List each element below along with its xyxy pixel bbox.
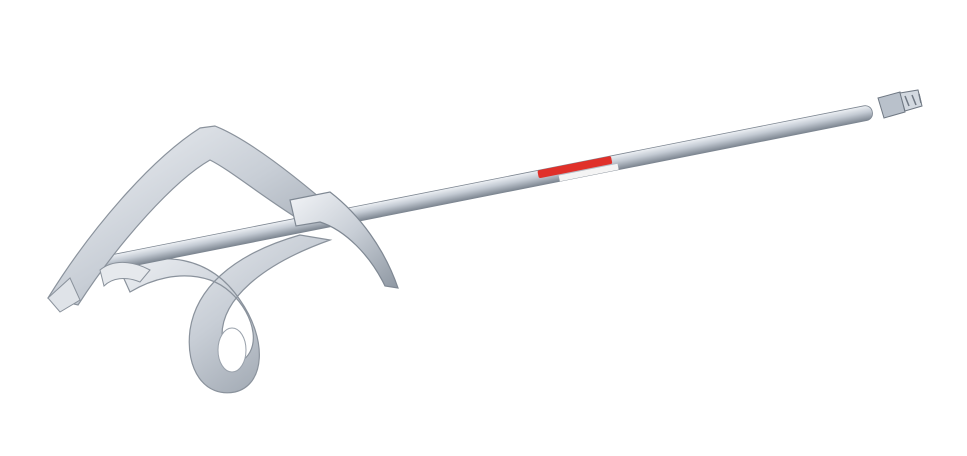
- shaft-label-sticker: [558, 163, 619, 182]
- mixer-shaft: [77, 105, 873, 276]
- blade-bracket: [289, 191, 399, 289]
- blade-tip-front: [99, 262, 151, 287]
- blade-hole: [217, 327, 247, 373]
- hex-shank-end: [877, 89, 923, 119]
- blade-tip-left: [47, 277, 81, 313]
- spiral-blade-lower: [119, 234, 333, 394]
- shaft-label: [537, 156, 613, 178]
